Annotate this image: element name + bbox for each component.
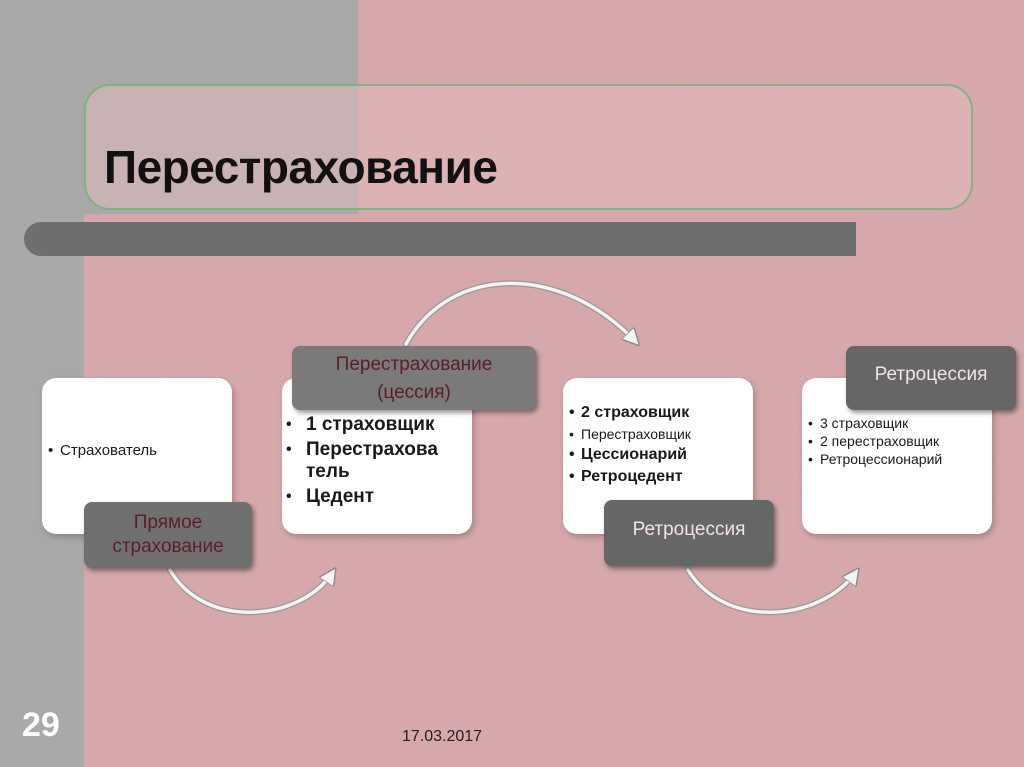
list-item: Цессионарий (569, 444, 749, 466)
list-item: Ретроцессионарий (808, 450, 942, 468)
tag-line: Перестрахование (335, 354, 493, 375)
slide-date: 17.03.2017 (402, 728, 483, 745)
tag-retrocession: Ретроцессия (604, 500, 774, 566)
title-divider-bar (24, 222, 856, 256)
list-item: Перестраховщик (569, 424, 749, 444)
list-item: Ретроцедент (569, 466, 749, 488)
tag-retrocession: Ретроцессия (846, 346, 1016, 410)
tag-direct-insurance: Прямое страхование (84, 502, 252, 568)
box-4-list: 3 страховщик 2 перестраховщик Ретроцесси… (808, 414, 942, 468)
tag-reinsurance-cession: Перестрахование (цессия) (292, 346, 536, 410)
slide-number: 29 (22, 706, 60, 744)
tag-line: Прямое (133, 512, 203, 533)
list-item: Перестрахова тель (286, 439, 470, 483)
box-1-list: Страхователь (48, 442, 157, 459)
tag-line: (цессия) (377, 382, 451, 403)
list-item: Цедент (286, 486, 470, 508)
list-item: 2 перестраховщик (808, 432, 942, 450)
list-item: 2 страховщик (569, 402, 749, 424)
tag-line: страхование (112, 536, 224, 557)
list-item: 3 страховщик (808, 414, 942, 432)
list-item: 1 страховщик (286, 414, 470, 436)
box-2-list: 1 страховщик Перестрахова тель Цедент (286, 414, 470, 511)
box-3-list: 2 страховщик Перестраховщик Цессионарий … (569, 402, 749, 488)
title-frame (84, 84, 973, 210)
slide-title: Перестрахование (104, 141, 498, 193)
list-item: Страхователь (48, 442, 157, 459)
